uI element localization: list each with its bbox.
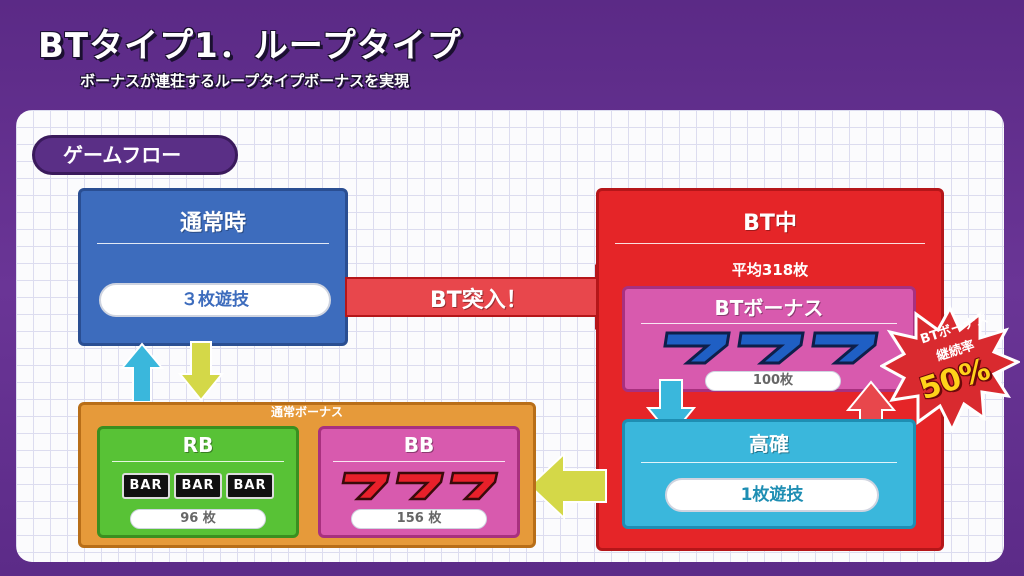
bb-box: BB 156 枚: [318, 426, 520, 538]
rb-box: RB BAR BAR BAR 96 枚: [97, 426, 299, 538]
rb-payout: 96 枚: [130, 509, 266, 529]
down-arrow-icon: [178, 341, 224, 402]
page-subtitle: ボーナスが連荘するループタイプボーナスを実現: [80, 72, 410, 90]
continue-rate-burst-icon: [880, 304, 1020, 434]
bt-bonus-box: BTボーナス 100枚: [622, 286, 916, 392]
normal-time-play: ３枚遊技: [99, 283, 331, 317]
bar-symbol-icon: BAR: [174, 473, 222, 499]
divider: [112, 461, 284, 462]
divider: [97, 243, 329, 244]
section-label: ゲームフロー: [32, 135, 238, 175]
rb-title: RB: [182, 433, 214, 457]
normal-time-box: 通常時 ３枚遊技: [78, 188, 348, 346]
bar-symbol-icon: BAR: [122, 473, 170, 499]
divider: [333, 461, 505, 462]
up-arrow-icon: [120, 342, 164, 403]
bar-symbol-icon: BAR: [226, 473, 274, 499]
bb-payout: 156 枚: [351, 509, 487, 529]
normal-bonus-label: 通常ボーナス: [270, 405, 343, 419]
blue-seven-icons: [663, 331, 879, 365]
bt-mode-title: BT中: [743, 211, 797, 236]
normal-time-title: 通常時: [179, 211, 246, 236]
kakuritsu-play: 1枚遊技: [665, 478, 879, 512]
divider: [641, 323, 897, 324]
bt-bonus-title: BTボーナス: [714, 296, 824, 320]
bt-bonus-payout: 100枚: [705, 371, 841, 391]
page-title: BTタイプ1．ループタイプ: [38, 26, 462, 66]
divider: [641, 462, 897, 463]
bt-average: 平均318枚: [731, 261, 809, 279]
bb-title: BB: [403, 433, 435, 457]
kakuritsu-title: 高確: [749, 432, 789, 456]
kakuritsu-box: 高確 1枚遊技: [622, 419, 916, 529]
bt-entry-label: BT突入！: [430, 288, 528, 313]
red-seven-icons: [341, 471, 499, 501]
divider: [615, 243, 925, 244]
left-arrow-icon: [528, 452, 607, 520]
